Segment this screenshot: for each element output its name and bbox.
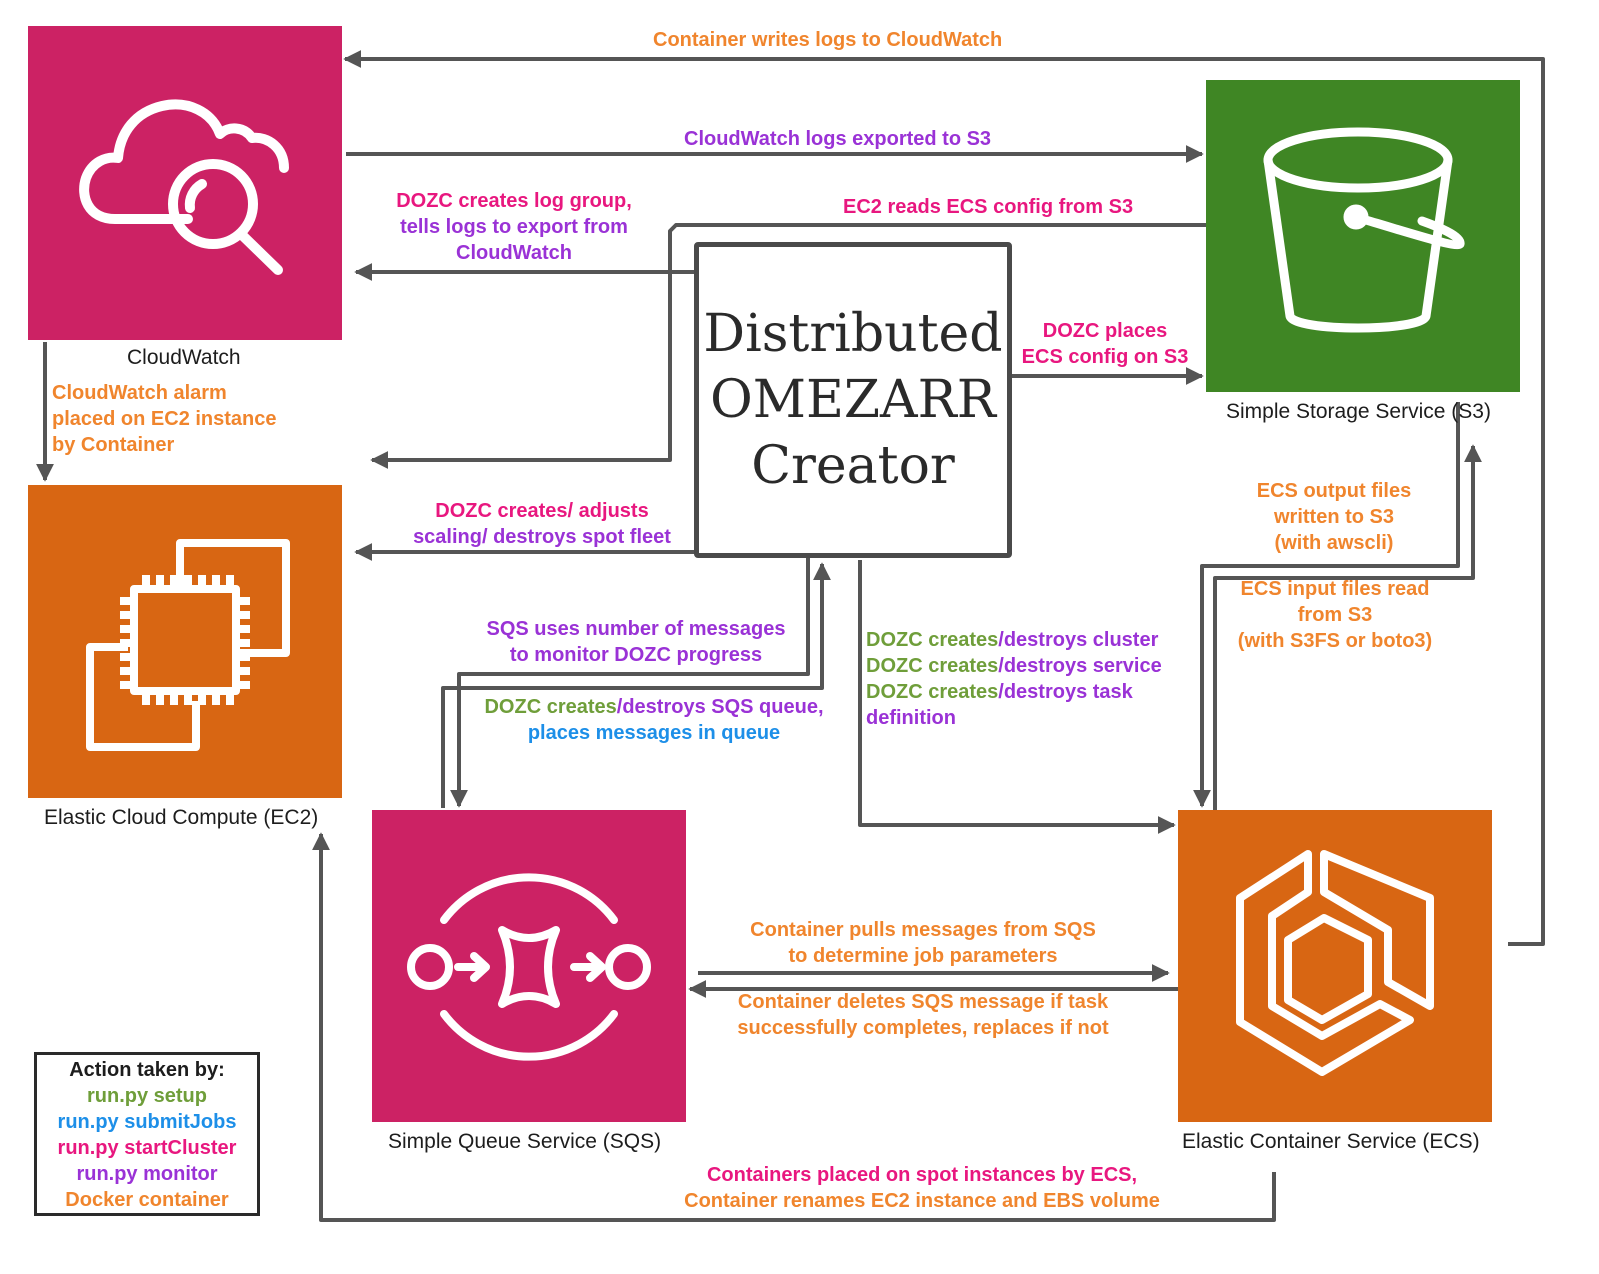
- label-deletes: Container deletes SQS message if task su…: [700, 989, 1146, 1041]
- label-spot-instances: Containers placed on spot instances by E…: [640, 1162, 1204, 1214]
- label-ecs-service-destroys: /destroys service: [998, 655, 1162, 677]
- legend-monitor: run.py monitor: [76, 1163, 218, 1185]
- cloudwatch-icon: [28, 26, 342, 340]
- dozc-box: Distributed OMEZARR Creator: [694, 242, 1012, 558]
- s3-label: Simple Storage Service (S3): [1226, 400, 1491, 423]
- sqs-queue-icon: [372, 810, 686, 1122]
- label-ecs-service-creates: DOZC creates: [866, 655, 999, 677]
- s3-tile: [1206, 80, 1520, 392]
- dozc-title: Distributed OMEZARR Creator: [703, 304, 1003, 496]
- label-sqs-monitor-line1: SQS uses number of messages: [486, 618, 786, 640]
- arrow-input-files: [1193, 402, 1460, 808]
- label-log-group-line1: DOZC creates log group,: [396, 190, 632, 212]
- label-spot-instances-line2: Container renames EC2 instance and EBS v…: [684, 1190, 1160, 1212]
- label-input-files-line1: ECS input files read: [1240, 578, 1430, 600]
- label-deletes-line2: successfully completes, replaces if not: [737, 1017, 1109, 1039]
- arrow-output-files: [1213, 444, 1482, 810]
- label-spot-fleet-line1: DOZC creates/ adjusts: [435, 500, 649, 522]
- legend-title: Action taken by:: [69, 1059, 225, 1081]
- label-ecs-mgmt-service: DOZC creates/destroys service: [866, 653, 1162, 679]
- label-sqs-queue-creates: DOZC creates: [484, 696, 617, 718]
- label-input-files: ECS input files read from S3 (with S3FS …: [1222, 576, 1448, 654]
- s3-bucket-icon: [1206, 80, 1520, 392]
- arrow-ecs-mgmt: [858, 560, 1176, 834]
- legend-docker: Docker container: [65, 1189, 229, 1211]
- label-input-files-line2: from S3: [1297, 604, 1373, 626]
- label-alarm-line3: by Container: [52, 434, 175, 456]
- label-alarm-line1: CloudWatch alarm: [52, 382, 227, 404]
- label-ecs-task-creates: DOZC creates: [866, 681, 999, 703]
- label-ec2-reads-config: EC2 reads ECS config from S3: [843, 196, 1134, 218]
- legend-start-cluster: run.py startCluster: [57, 1137, 237, 1159]
- label-output-files: ECS output files written to S3 (with aws…: [1224, 478, 1444, 556]
- label-log-group-line2: tells logs to export from: [400, 216, 628, 238]
- label-input-files-line3: (with S3FS or boto3): [1237, 630, 1433, 652]
- label-sqs-monitor: SQS uses number of messages to monitor D…: [468, 616, 804, 668]
- ec2-label: Elastic Cloud Compute (EC2): [44, 806, 319, 829]
- label-pulls-line2: to determine job parameters: [788, 945, 1058, 967]
- label-sqs-queue-line2: places messages in queue: [527, 722, 781, 744]
- ecs-label: Elastic Container Service (ECS): [1182, 1130, 1480, 1153]
- label-alarm-line2: placed on EC2 instance: [52, 408, 277, 430]
- label-sqs-queue-destroys: /destroys SQS queue,: [616, 696, 824, 718]
- label-sqs-queue: DOZC creates/destroys SQS queue, places …: [464, 694, 844, 746]
- label-output-files-line1: ECS output files: [1256, 480, 1412, 502]
- legend: Action taken by: run.py setup run.py sub…: [34, 1052, 260, 1216]
- label-log-group-line3: CloudWatch: [456, 242, 572, 264]
- label-ecs-mgmt-cluster: DOZC creates/destroys cluster: [866, 627, 1162, 653]
- ecs-container-icon: [1178, 810, 1492, 1122]
- sqs-label: Simple Queue Service (SQS): [388, 1130, 662, 1153]
- arrow-ec2-reads-config: [370, 223, 1206, 469]
- legend-setup: run.py setup: [86, 1085, 207, 1107]
- legend-submit-jobs: run.py submitJobs: [57, 1111, 237, 1133]
- label-logs-exported: CloudWatch logs exported to S3: [684, 128, 992, 150]
- label-logs-to-cloudwatch: Container writes logs to CloudWatch: [653, 29, 1003, 51]
- sqs-tile: [372, 810, 686, 1122]
- label-ecs-task-definition: definition: [866, 707, 956, 729]
- arrow-sqs-queue: [450, 555, 810, 808]
- label-places-config: DOZC places ECS config on S3: [1008, 318, 1202, 370]
- cloudwatch-label: CloudWatch: [127, 346, 241, 369]
- label-ecs-task-destroys: /destroys task: [998, 681, 1133, 703]
- ec2-tile: [28, 485, 342, 798]
- label-pulls-line1: Container pulls messages from SQS: [750, 919, 1096, 941]
- label-sqs-monitor-line2: to monitor DOZC progress: [509, 644, 763, 666]
- label-spot-fleet-line2: scaling/ destroys spot fleet: [413, 526, 671, 548]
- arrow-logs-to-cloudwatch: [343, 50, 1545, 946]
- label-ecs-cluster-destroys: /destroys cluster: [998, 629, 1159, 651]
- label-log-group: DOZC creates log group, tells logs to ex…: [378, 188, 650, 266]
- label-pulls: Container pulls messages from SQS to det…: [716, 917, 1130, 969]
- label-places-config-line2: ECS config on S3: [1021, 346, 1189, 368]
- label-spot-fleet: DOZC creates/ adjusts scaling/ destroys …: [396, 498, 688, 550]
- label-ecs-cluster-creates: DOZC creates: [866, 629, 999, 651]
- label-ecs-mgmt-task: DOZC creates/destroys task: [866, 679, 1162, 705]
- label-output-files-line3: (with awscli): [1274, 532, 1394, 554]
- arrow-sqs-monitor: [441, 562, 831, 808]
- ec2-chip-icon: [28, 485, 342, 798]
- arrow-spot-instances: [312, 832, 1276, 1222]
- label-spot-instances-line1: Containers placed on spot instances by E…: [706, 1164, 1138, 1186]
- label-places-config-line1: DOZC places: [1042, 320, 1168, 342]
- label-sqs-queue-line1: DOZC creates/destroys SQS queue,: [464, 694, 844, 720]
- label-deletes-line1: Container deletes SQS message if task: [737, 991, 1109, 1013]
- label-alarm: CloudWatch alarm placed on EC2 instance …: [52, 380, 277, 458]
- label-ecs-mgmt: DOZC creates/destroys cluster DOZC creat…: [866, 627, 1162, 731]
- label-output-files-line2: written to S3: [1273, 506, 1394, 528]
